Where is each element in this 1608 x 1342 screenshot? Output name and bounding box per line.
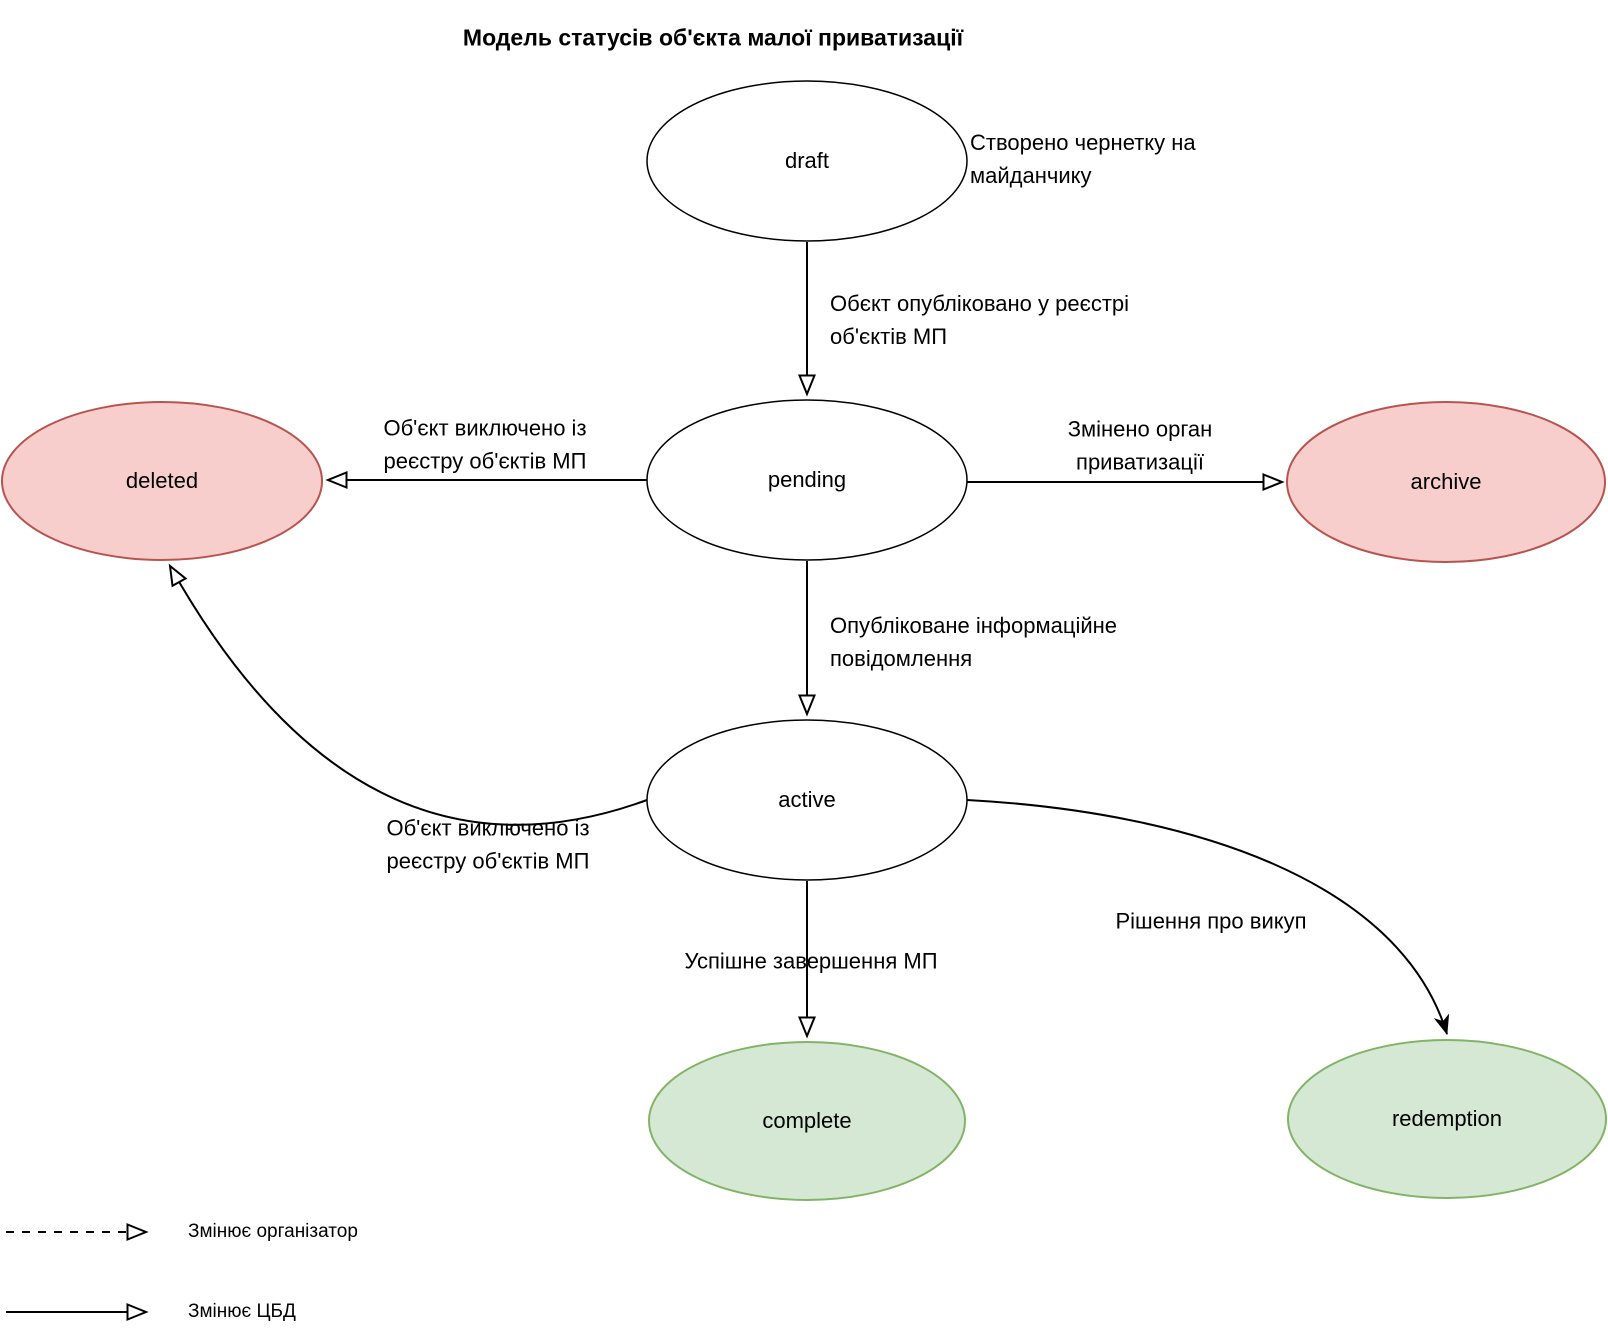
edge-active-deleted [168,563,648,826]
edge-label-pending-deleted: Об'єкт виключено із реєстру об'єктів МП [383,415,587,473]
node-deleted [1,401,323,561]
legend-label-organizer: Змінює організатор [188,1221,358,1242]
page-title: Модель статусів об'єкта малої приватизац… [462,24,964,51]
node-draft [646,80,968,242]
node-archive [1286,401,1606,563]
node-label-pending: pending [767,467,847,492]
node-label-archive: archive [1410,469,1482,494]
node-active [646,719,968,881]
node-label-deleted: deleted [125,468,199,493]
node-pending [646,399,968,561]
node-label-complete: complete [762,1108,852,1133]
edge-label-draft-pending: Обєкт опубліковано у реєстрі об'єктів МП [830,291,1130,349]
node-label-draft: draft [784,148,830,173]
annotation-draft-note: Створено чернетку на майданчику [970,130,1196,188]
edge-label-active-redemption: Рішення про викуп [1115,908,1307,934]
node-label-active: active [778,787,836,812]
edge-active-redemption [966,799,1450,1035]
node-complete [648,1041,966,1201]
legend-label-cbd: Змінює ЦБД [188,1301,296,1322]
edge-label-pending-archive: Змінено орган приватизації [1067,416,1213,474]
edge-label-active-complete: Успішне завершення МП [684,948,938,974]
node-redemption [1287,1039,1607,1199]
edge-label-active-deleted: Об'єкт виключено із реєстру об'єктів МП [386,815,590,873]
node-label-redemption: redemption [1391,1106,1503,1131]
edge-label-pending-active: Опубліковане інформаційне повідомлення [830,613,1118,671]
